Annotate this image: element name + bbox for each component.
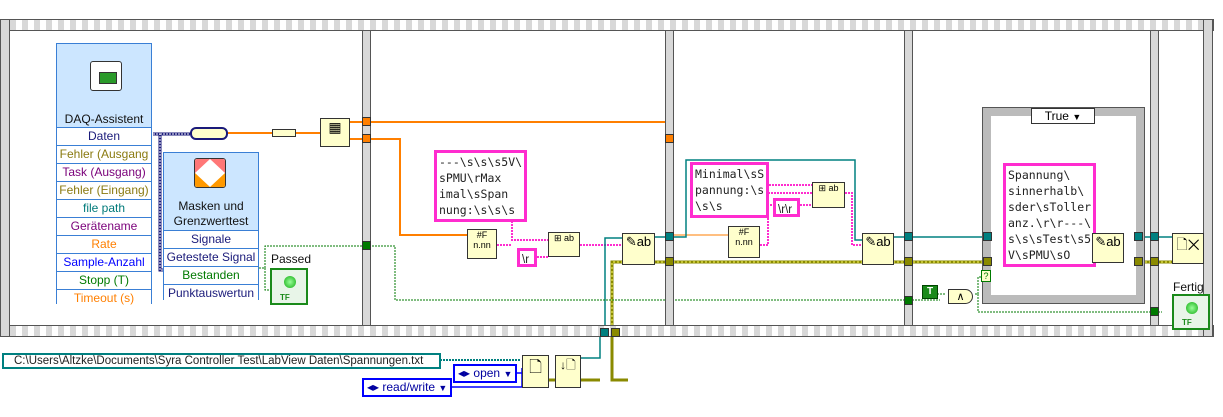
- tunnel: [362, 117, 371, 126]
- tunnel: [904, 257, 913, 266]
- close-file-icon: 🗋✕: [1176, 236, 1200, 252]
- terminal-row[interactable]: Stopp (T): [57, 271, 151, 289]
- convert-from-dynamic-data[interactable]: [190, 127, 228, 140]
- terminal-row[interactable]: Task (Ausgang): [57, 163, 151, 181]
- write-to-text-file[interactable]: ✎ab: [622, 233, 655, 265]
- terminal-row[interactable]: Punktauswertun: [164, 284, 258, 302]
- teal-wire: [604, 159, 1175, 333]
- led-icon: [284, 276, 296, 288]
- number-to-fractional-string[interactable]: #F n.nn: [467, 229, 497, 259]
- concatenate-strings[interactable]: ⊞ ab: [812, 182, 845, 208]
- operation-value: open: [473, 366, 501, 380]
- mask-test-icon: [194, 158, 226, 188]
- tunnel: [1134, 232, 1143, 241]
- close-file-node[interactable]: 🗋✕: [1172, 233, 1204, 264]
- terminal-row[interactable]: Timeout (s): [57, 289, 151, 307]
- tunnel: [1150, 232, 1159, 241]
- mask-title-line1: Masken und: [178, 199, 244, 213]
- orange-wire: [228, 121, 668, 236]
- terminal-row[interactable]: Rate: [57, 235, 151, 253]
- tf-label: TF: [280, 293, 290, 302]
- terminal-row[interactable]: Daten: [57, 127, 151, 145]
- tunnel: [983, 232, 992, 241]
- terminal-row[interactable]: Signale: [164, 230, 258, 248]
- terminal-row[interactable]: Fehler (Eingang): [57, 181, 151, 199]
- file-operation-enum[interactable]: ◂▸ open ▼: [453, 364, 518, 383]
- led-icon: [1186, 302, 1198, 314]
- access-value: read/write: [382, 380, 436, 394]
- terminal-row[interactable]: Getestete Signal: [164, 248, 258, 266]
- terminal-row[interactable]: Bestanden: [164, 266, 258, 284]
- and-function[interactable]: ∧: [948, 289, 973, 304]
- daq-card-icon: [90, 61, 122, 91]
- dropdown-arrow-icon: ▼: [503, 369, 513, 379]
- sequence-left-border: [0, 19, 10, 337]
- write-to-text-file[interactable]: ✎ab: [1092, 233, 1124, 263]
- access-mode-enum[interactable]: ◂▸ read/write ▼: [362, 378, 453, 397]
- case-selector[interactable]: True ▼: [1031, 108, 1095, 124]
- string-constant-header[interactable]: ---\s\s\s5V\ sPMU\rMax imal\sSpan nung:\…: [434, 150, 528, 222]
- tunnel: [904, 296, 913, 305]
- case-selector-value: True: [1044, 109, 1069, 123]
- tunnel: [665, 134, 674, 143]
- tunnel: [600, 328, 609, 337]
- tunnel: [611, 328, 620, 337]
- pencil-file-icon: ✎ab: [625, 234, 652, 249]
- new-file-icon: 🗋: [529, 359, 542, 376]
- file-position-icon: ↓🗋: [560, 358, 576, 372]
- passed-label: Passed: [271, 252, 312, 266]
- dropdown-arrow-icon: ▼: [438, 383, 448, 393]
- tunnel: [665, 257, 674, 266]
- table-icon: ▦: [328, 119, 342, 135]
- sequence-frame-divider[interactable]: [904, 30, 913, 326]
- pencil-file-icon: ✎ab: [1095, 234, 1121, 249]
- mask-title-line2: Grenzwerttest: [173, 214, 249, 228]
- case-selector-terminal: ?: [981, 270, 991, 282]
- refnum-wire: [580, 333, 601, 359]
- pencil-file-icon: ✎ab: [865, 234, 891, 249]
- terminal-row[interactable]: Fehler (Ausgang: [57, 145, 151, 163]
- string-constant-result[interactable]: Spannung\ sinnerhalb\ sder\sToller anz.\…: [1003, 163, 1097, 267]
- tunnel: [1134, 257, 1143, 266]
- index-array-node[interactable]: [272, 129, 296, 137]
- sequence-frame-divider[interactable]: [362, 30, 371, 326]
- terminal-row[interactable]: Gerätename: [57, 217, 151, 235]
- string-constant-crcr[interactable]: \r\r: [773, 198, 800, 217]
- array-to-cluster-node[interactable]: ▦: [320, 118, 350, 147]
- sequence-top-border: [0, 19, 1214, 31]
- tunnel: [362, 134, 371, 143]
- write-to-text-file[interactable]: ✎ab: [862, 233, 894, 265]
- terminal-row[interactable]: file path: [57, 199, 151, 217]
- tf-label: TF: [1182, 318, 1192, 327]
- sequence-frame-divider[interactable]: [1150, 30, 1159, 326]
- tunnel: [904, 232, 913, 241]
- true-constant[interactable]: T: [922, 285, 938, 299]
- tunnel: [362, 241, 371, 250]
- terminal-row[interactable]: Sample-Anzahl: [57, 253, 151, 271]
- open-file-node[interactable]: 🗋: [522, 355, 549, 388]
- number-to-fractional-string[interactable]: #F n.nn: [728, 226, 760, 258]
- file-path-constant[interactable]: C:\Users\Altzke\Documents\Syra Controlle…: [2, 353, 441, 369]
- tunnel: [1150, 307, 1159, 316]
- fertig-led-indicator[interactable]: TF: [1172, 294, 1210, 330]
- sequence-frame-divider[interactable]: [665, 30, 674, 326]
- tunnel: [1150, 257, 1159, 266]
- set-file-position-node[interactable]: ↓🗋: [555, 355, 581, 388]
- tunnel: [665, 232, 674, 241]
- fertig-label: Fertig: [1173, 280, 1204, 294]
- string-constant-cr[interactable]: \r: [517, 248, 537, 267]
- passed-led-indicator[interactable]: TF: [270, 268, 308, 305]
- daq-title: DAQ-Assistent: [64, 112, 144, 126]
- dropdown-arrow-icon: ▼: [1072, 112, 1082, 122]
- string-constant-minimal[interactable]: Minimal\sS pannung:\s \s\s: [690, 162, 770, 218]
- concatenate-strings[interactable]: ⊞ ab: [548, 232, 580, 257]
- tunnel: [983, 257, 992, 266]
- sequence-right-border: [1203, 19, 1213, 337]
